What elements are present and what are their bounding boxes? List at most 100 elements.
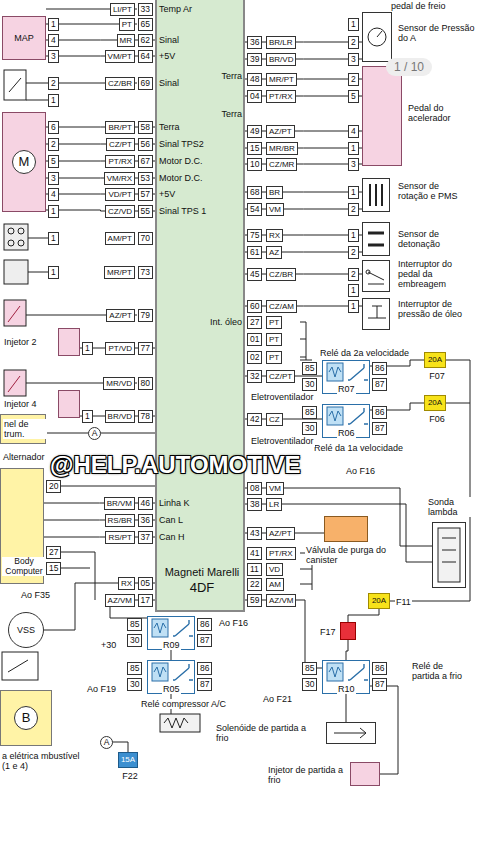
wire-color: BR/VD <box>105 410 135 423</box>
pin-number: 57 <box>138 188 153 201</box>
pin-number: 04 <box>247 90 262 103</box>
signal-name: Motor D.C. <box>159 156 203 167</box>
relay-pin: 86 <box>197 618 212 631</box>
component-label: F11 <box>395 597 412 607</box>
component-box: Interruptor de pressão de óleo <box>362 298 390 330</box>
component-label: 4DF <box>157 581 247 595</box>
wire-color: VD <box>266 563 283 576</box>
wire-color: CZ <box>266 413 283 426</box>
wire <box>245 59 362 60</box>
pin-number: 4 <box>348 125 359 138</box>
component-label: VSS <box>9 625 43 635</box>
wire-color: VM/PT <box>105 50 135 63</box>
pin-number: 11 <box>247 563 262 576</box>
wire-color: AM/PT <box>105 232 135 245</box>
pin-number: 56 <box>138 138 153 151</box>
signal-name: Sinal <box>159 35 179 46</box>
relay-pin: 86 <box>372 406 387 419</box>
wire <box>171 650 172 660</box>
pin-number: 3 <box>48 50 59 63</box>
wire-color: AZ/PT <box>266 125 295 138</box>
pin-number: 80 <box>138 377 153 390</box>
pin-number: 43 <box>247 527 262 540</box>
signal-name: Temp Ar <box>159 4 192 15</box>
pin-number: 45 <box>247 268 262 281</box>
component-label: Injetor 2 <box>3 337 38 347</box>
pin-number: 15 <box>46 562 61 575</box>
wire-color: BR/PT <box>105 121 135 134</box>
pin-number: 5 <box>348 90 359 103</box>
wire-color: PT/RX <box>266 547 296 560</box>
component-label: M <box>12 150 36 174</box>
connector-marker: A <box>100 736 113 749</box>
pin-number: 58 <box>138 121 153 134</box>
wire-color: VD/PT <box>105 188 135 201</box>
pin-number: 55 <box>138 205 153 218</box>
relay-pin: 86 <box>372 362 387 375</box>
component-label: Válvula de purga do canister <box>305 545 391 565</box>
pin-number: 3 <box>348 158 359 171</box>
pin-number: 65 <box>138 18 153 31</box>
component-label: B <box>14 706 38 730</box>
pin-number: 64 <box>138 50 153 63</box>
component-box: Interruptor do pedal da embreagem <box>362 260 390 292</box>
wire <box>348 609 379 622</box>
pin-number: 79 <box>138 309 153 322</box>
wire-color: AZ/VM <box>266 594 296 607</box>
pin-number: 1 <box>82 342 93 355</box>
relay-pin: 87 <box>372 422 387 435</box>
pin-number: 36 <box>247 36 262 49</box>
wire <box>245 274 362 275</box>
pin-number: 27 <box>247 316 262 329</box>
pin-number: 02 <box>247 351 262 364</box>
pin-number: 49 <box>247 125 262 138</box>
relay-pin: 30 <box>127 678 142 691</box>
pin-number: 05 <box>138 577 153 590</box>
wire <box>245 79 362 80</box>
relay-pin: 87 <box>197 678 212 691</box>
wire-color: CZ/MR <box>266 158 297 171</box>
wire-color: CZ/PT <box>266 370 295 383</box>
component-box: R06Relé da 1a velocidade <box>322 404 370 438</box>
wire-color: PT <box>266 351 282 364</box>
wire-color: PT <box>266 316 282 329</box>
wire <box>245 209 362 210</box>
pin-number: 37 <box>138 531 153 544</box>
wire-color: AZ <box>266 246 282 259</box>
component-box: Sensor de detonação <box>362 222 390 256</box>
component-box: R10Relé de partida a frio <box>322 660 370 694</box>
note-text: pedal de freio <box>390 1 447 12</box>
component-label: Magneti Marelli <box>157 566 247 578</box>
wire-color: CZ/AM <box>266 300 297 313</box>
pin-number: 5 <box>48 155 59 168</box>
wire-color: PT <box>119 18 135 31</box>
pin-number: 20 <box>46 480 61 493</box>
component-label: F22 <box>119 771 141 781</box>
signal-name: Terra <box>221 109 242 120</box>
relay-pin: 86 <box>197 662 212 675</box>
pin-number: 77 <box>138 342 153 355</box>
pin-number: 62 <box>138 34 153 47</box>
wire-color: LR <box>266 498 282 511</box>
relay-pin: 87 <box>197 634 212 647</box>
component-label: Pedal do acelerador <box>407 103 471 123</box>
signal-name: Sinal TPS2 <box>159 139 204 150</box>
pin-number: 4 <box>48 34 59 47</box>
pin-number: 41 <box>247 547 262 560</box>
component-label: Injetor de partida a frio <box>267 765 347 785</box>
component-box: Solenóide de partida a frio <box>326 722 376 744</box>
pin-number: 60 <box>247 300 262 313</box>
wire-color: PT <box>266 333 282 346</box>
wire <box>245 488 432 546</box>
note-text: Ao F19 <box>86 684 117 695</box>
connector-marker: A <box>88 427 101 440</box>
pin-number: 68 <box>247 186 262 199</box>
component-label: R10 <box>337 684 356 694</box>
wire <box>346 640 348 660</box>
component-label: Sensor de Pressão do A <box>397 23 479 43</box>
wire-color: VM <box>266 482 284 495</box>
signal-name: Linha K <box>159 498 190 509</box>
component-box: Sensor de rotação e PMS <box>362 178 390 212</box>
pin-number: 2 <box>348 36 359 49</box>
